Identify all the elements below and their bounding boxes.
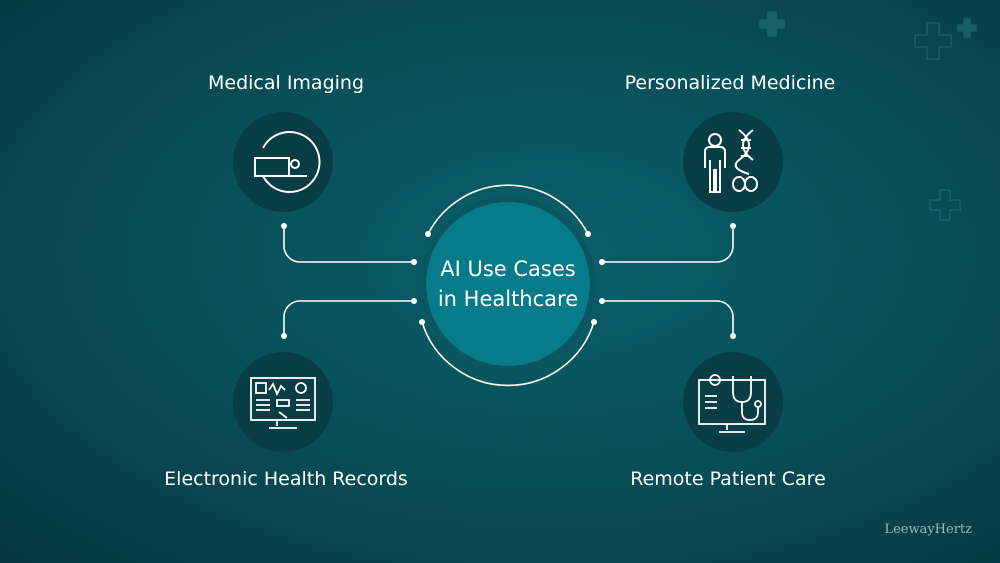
ehr-monitor-icon [233,352,333,452]
arc-top [427,184,589,235]
center-title-line2: in Healthcare [437,287,579,311]
connector-ehr [283,300,414,336]
arc-bottom [421,321,595,387]
label-personalized-medicine: Personalized Medicine [624,72,836,94]
connector-remote-care [602,300,734,336]
decorative-crosses [759,11,977,221]
label-remote-patient-care: Remote Patient Care [630,468,826,490]
connector-personalized [602,226,734,263]
telemedicine-stethoscope-icon [683,352,783,452]
center-hub: AI Use Cases in Healthcare [426,202,590,366]
mri-scanner-icon [233,112,333,212]
connector-dots [281,223,736,339]
center-title-line1: AI Use Cases [440,257,576,281]
person-dna-pills-icon [683,112,783,212]
brand-logo: LeewayHertz [884,522,972,537]
label-electronic-health-records: Electronic Health Records [164,468,408,490]
connector-medical-imaging [283,226,414,263]
label-medical-imaging: Medical Imaging [207,72,365,94]
